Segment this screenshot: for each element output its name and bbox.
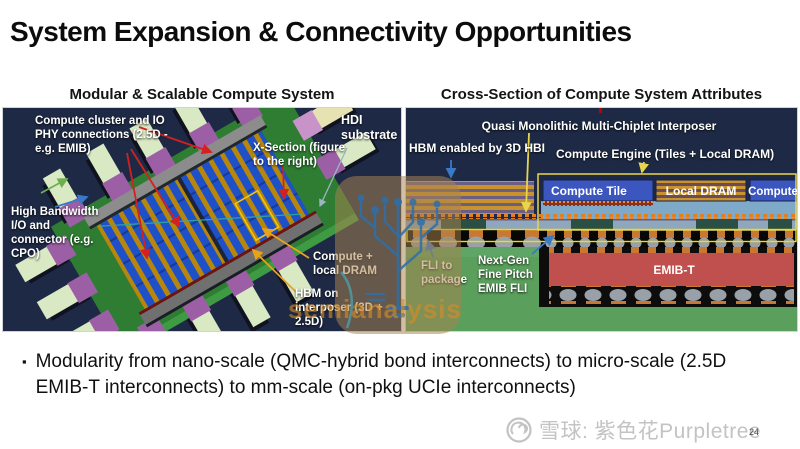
io-connectors-right bbox=[292, 108, 380, 180]
cross-section-render: EMIB-T Compute Tile Local DRAM Compute bbox=[406, 108, 797, 331]
bullet-marker: ▪ bbox=[22, 354, 27, 369]
modular-compute-system-figure: Compute cluster and IO PHY connections (… bbox=[2, 107, 402, 332]
xueqiu-watermark-text: 雪球: 紫色花Purpletree bbox=[539, 420, 762, 443]
package-3d-render bbox=[15, 108, 380, 331]
compute-local-dram-label: Compute + local DRAM bbox=[313, 251, 377, 278]
high-bandwidth-io-label: High Bandwidth I/O and connector (e.g. C… bbox=[11, 206, 99, 261]
next-gen-fli-label: Next-Gen Fine Pitch EMIB FLI bbox=[478, 255, 533, 296]
yellow-arrow bbox=[520, 132, 532, 213]
gray-pointer-line bbox=[319, 147, 348, 208]
snowball-logo-icon bbox=[506, 417, 532, 443]
compute-tile-label: Compute Tile bbox=[551, 184, 627, 198]
green-arrow bbox=[40, 178, 69, 194]
diagonal-guide-line bbox=[100, 213, 302, 227]
emib-t-block bbox=[549, 253, 794, 286]
top-red-tick bbox=[599, 108, 602, 113]
quasi-interposer-label: Quasi Monolithic Multi-Chiplet Interpose… bbox=[481, 119, 717, 133]
bond-dot-line bbox=[406, 214, 797, 219]
hbm-interposer-label: HBM on interposer (3D + 2.5D) bbox=[295, 288, 383, 329]
compute-tile-block-2 bbox=[749, 179, 797, 202]
local-dram-label: Local DRAM bbox=[666, 184, 737, 198]
fli-bumps-fine bbox=[542, 229, 797, 247]
orange-arrow bbox=[261, 228, 310, 259]
local-dram-block bbox=[655, 179, 747, 202]
red-arrow bbox=[278, 164, 290, 200]
xueqiu-watermark: 雪球: 紫色花Purpletree bbox=[505, 415, 761, 445]
bullet-item: ▪ Modularity from nano-scale (QMC-hybrid… bbox=[22, 349, 772, 401]
page-number: 24 bbox=[749, 427, 760, 437]
emib-top-vias bbox=[549, 247, 794, 253]
hbm-hbi-label: HBM enabled by 3D HBI bbox=[409, 141, 546, 155]
page-title: System Expansion & Connectivity Opportun… bbox=[10, 16, 632, 47]
io-connectors-bottom bbox=[136, 240, 314, 331]
emib-t-label: EMIB-T bbox=[653, 263, 695, 277]
compute-engine-outline bbox=[537, 173, 797, 231]
hdi-substrate-label: HDI substrate bbox=[341, 113, 398, 143]
red-arrow bbox=[126, 152, 151, 260]
bridge-segments bbox=[441, 219, 792, 229]
stiffener-bar-top bbox=[83, 115, 266, 227]
compute-label: Compute bbox=[748, 186, 797, 198]
left-panel-title: Modular & Scalable Compute System bbox=[69, 86, 335, 103]
left-panel-arrows bbox=[40, 126, 348, 293]
right-panel-title: Cross-Section of Compute System Attribut… bbox=[440, 86, 763, 103]
orange-arrow bbox=[251, 248, 297, 293]
stiffener-shadow-bottom bbox=[145, 222, 324, 328]
blue-arrow bbox=[531, 234, 555, 255]
io-connectors-left bbox=[15, 235, 120, 331]
bullet-text: Modularity from nano-scale (QMC-hybrid b… bbox=[35, 351, 727, 399]
stiffener-shadow-top bbox=[89, 124, 268, 230]
blue-arrow bbox=[54, 194, 89, 208]
hybrid-bond-strip bbox=[543, 201, 653, 206]
fli-bumps-wide bbox=[406, 229, 542, 247]
compute-engine-label: Compute Engine (Tiles + Local DRAM) bbox=[556, 147, 775, 161]
hbm-stack bbox=[406, 181, 534, 214]
fli-to-package-label: FLI to package bbox=[421, 260, 468, 287]
emib-under-bumps bbox=[549, 286, 794, 304]
x-section-label: X-Section (figure to the right) bbox=[253, 142, 346, 169]
red-arrow bbox=[138, 126, 213, 155]
cross-section-figure: EMIB-T Compute Tile Local DRAM Compute Q… bbox=[405, 107, 798, 332]
stiffener-bar-bottom bbox=[140, 213, 323, 325]
compute-cluster-label: Compute cluster and IO PHY connections (… bbox=[35, 115, 168, 156]
yellow-arrow bbox=[638, 161, 650, 174]
red-arrow bbox=[130, 148, 180, 228]
